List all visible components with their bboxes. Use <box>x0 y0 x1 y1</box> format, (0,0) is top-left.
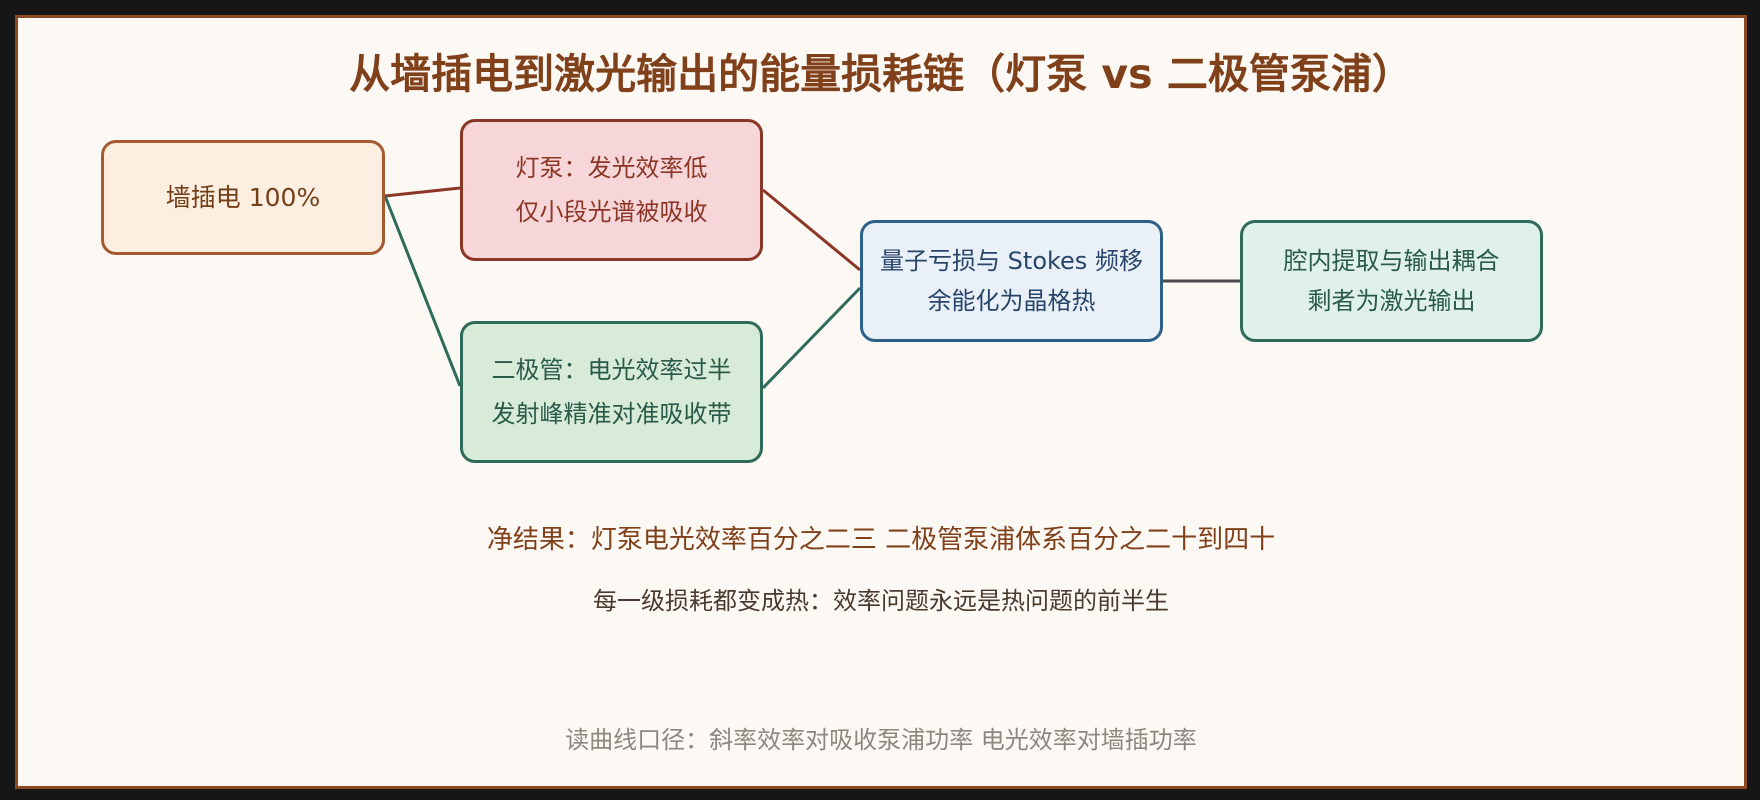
reading-note: 读曲线口径：斜率效率对吸收泵浦功率 电光效率对墙插功率 <box>565 726 1197 754</box>
node-lamp-pump: 灯泵：发光效率低 仅小段光谱被吸收 <box>460 119 763 261</box>
node-quantum-defect-line-1: 量子亏损与 Stokes 频移 <box>880 247 1143 275</box>
node-quantum-defect-line-2: 余能化为晶格热 <box>927 287 1096 315</box>
node-wall-power: 墙插电 100% <box>101 140 385 255</box>
node-diode-pump: 二极管：电光效率过半 发射峰精准对准吸收带 <box>460 321 763 463</box>
node-cavity-output-line-1: 腔内提取与输出耦合 <box>1283 247 1500 275</box>
heat-note: 每一级损耗都变成热：效率问题永远是热问题的前半生 <box>593 587 1169 615</box>
connector-wall-to-lamp <box>384 186 461 198</box>
node-cavity-output: 腔内提取与输出耦合 剩者为激光输出 <box>1240 220 1543 342</box>
diagram-title: 从墙插电到激光输出的能量损耗链（灯泵 vs 二极管泵浦） <box>349 50 1413 98</box>
net-result-note: 净结果：灯泵电光效率百分之二三 二极管泵浦体系百分之二十到四十 <box>486 525 1276 555</box>
connector-layer <box>383 186 1240 390</box>
connector-diode-to-quantum <box>761 286 862 390</box>
node-lamp-pump-line-1: 灯泵：发光效率低 <box>515 154 708 182</box>
diagram-canvas: 从墙插电到激光输出的能量损耗链（灯泵 vs 二极管泵浦） 墙插电 100% 灯泵… <box>15 15 1747 789</box>
node-diode-pump-line-2: 发射峰精准对准吸收带 <box>491 400 732 428</box>
node-diode-pump-line-1: 二极管：电光效率过半 <box>491 356 732 384</box>
node-lamp-pump-line-2: 仅小段光谱被吸收 <box>515 198 708 226</box>
node-wall-power-line-1: 墙插电 100% <box>165 182 321 212</box>
connector-wall-to-diode <box>383 195 462 387</box>
connector-lamp-to-quantum <box>762 188 861 272</box>
node-quantum-defect: 量子亏损与 Stokes 频移 余能化为晶格热 <box>860 220 1163 342</box>
node-cavity-output-line-2: 剩者为激光输出 <box>1307 287 1476 315</box>
